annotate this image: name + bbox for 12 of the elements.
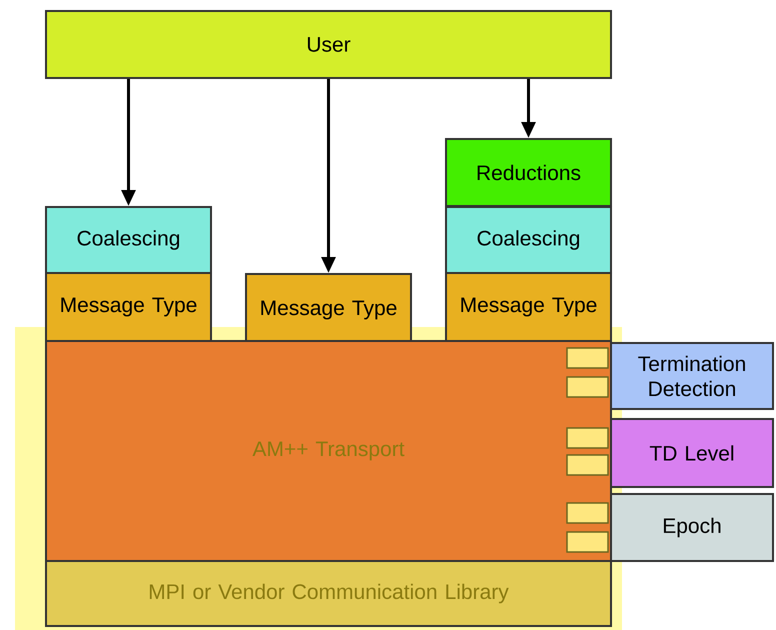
process-box: Message Type bbox=[245, 273, 412, 347]
layer-box: MPI or Vendor Communication Library bbox=[45, 560, 612, 627]
process-box: User bbox=[45, 10, 612, 79]
process-box: Epoch bbox=[610, 493, 774, 562]
process-box: Reductions bbox=[445, 138, 612, 207]
process-box: Coalescing bbox=[445, 206, 612, 274]
process-box: TD Level bbox=[610, 418, 774, 488]
layer-box: AM++ Transport bbox=[45, 340, 612, 562]
process-box: Termination Detection bbox=[610, 342, 774, 410]
process-box: Message Type bbox=[45, 272, 212, 342]
process-box: Coalescing bbox=[45, 206, 212, 274]
process-box: Message Type bbox=[445, 272, 612, 342]
